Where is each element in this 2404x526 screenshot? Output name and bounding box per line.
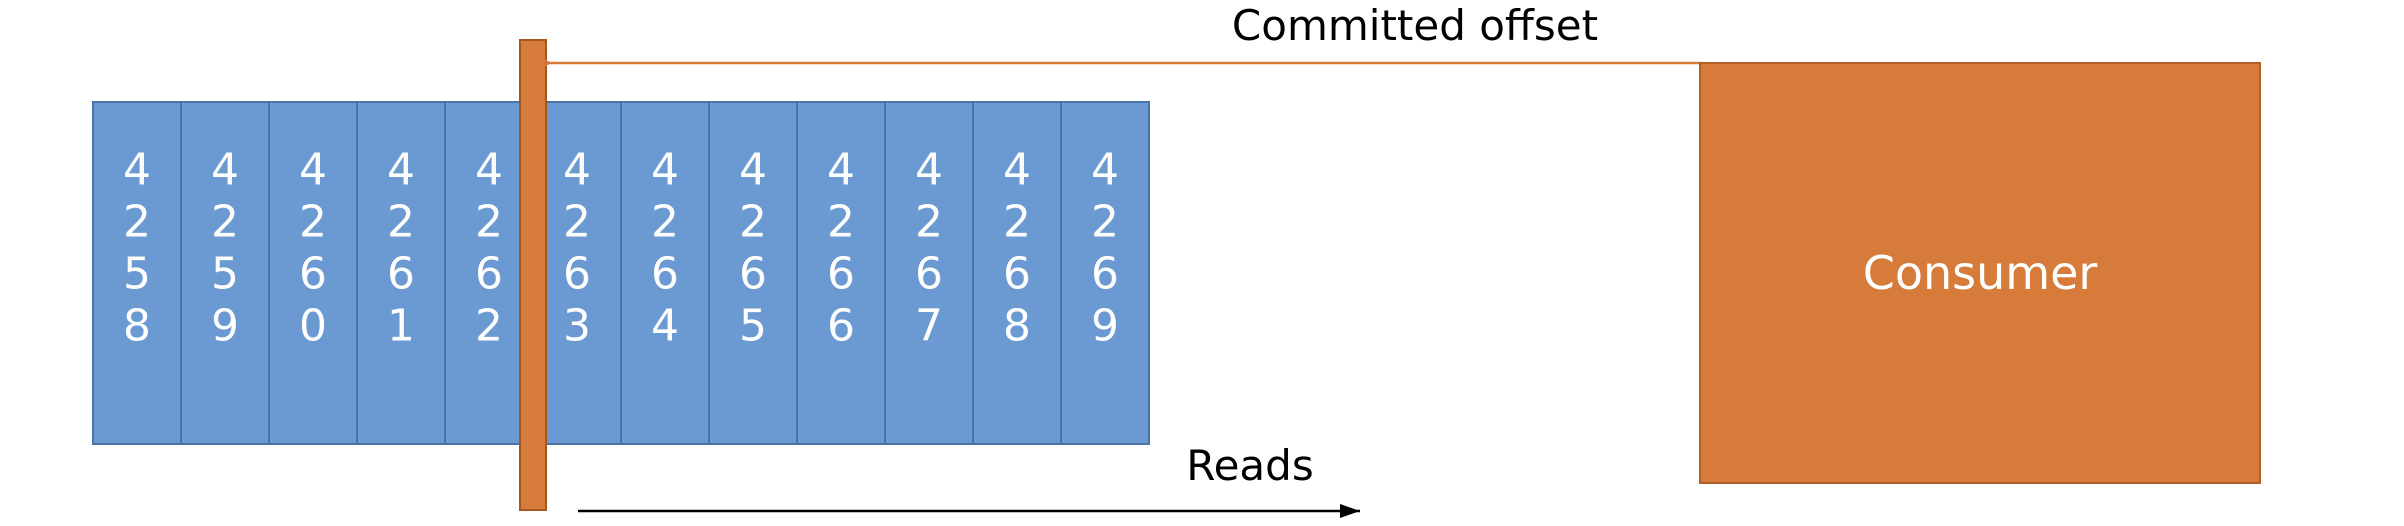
offset-digit: 4 bbox=[739, 145, 767, 196]
offset-digit: 4 bbox=[299, 145, 327, 196]
offset-cell-box bbox=[708, 101, 798, 445]
offset-digit: 6 bbox=[475, 249, 503, 300]
offset-digit: 4 bbox=[827, 145, 855, 196]
offset-cell-box bbox=[92, 101, 182, 445]
offset-digit: 2 bbox=[299, 197, 327, 248]
offset-digit: 9 bbox=[211, 301, 239, 352]
offset-digit: 4 bbox=[651, 145, 679, 196]
offset-digit: 1 bbox=[387, 301, 415, 352]
offset-digit: 3 bbox=[563, 301, 591, 352]
offset-digit: 4 bbox=[387, 145, 415, 196]
offset-cell-box bbox=[972, 101, 1062, 445]
offset-digit: 6 bbox=[827, 301, 855, 352]
offset-digit: 2 bbox=[475, 197, 503, 248]
offset-digit: 4 bbox=[475, 145, 503, 196]
offset-digit: 9 bbox=[1091, 301, 1119, 352]
offset-cell-box bbox=[444, 101, 534, 445]
offset-digit: 8 bbox=[1003, 301, 1031, 352]
offset-digit: 2 bbox=[1091, 197, 1119, 248]
offset-digit: 4 bbox=[1003, 145, 1031, 196]
offset-digit: 4 bbox=[563, 145, 591, 196]
offset-digit: 8 bbox=[123, 301, 151, 352]
offset-digit: 2 bbox=[475, 301, 503, 352]
offset-digit: 6 bbox=[299, 249, 327, 300]
offset-digit: 5 bbox=[739, 301, 767, 352]
offset-cell-box bbox=[532, 101, 622, 445]
offset-digit: 2 bbox=[739, 197, 767, 248]
offset-digit: 2 bbox=[563, 197, 591, 248]
offset-digit: 5 bbox=[211, 249, 239, 300]
offset-digit: 6 bbox=[387, 249, 415, 300]
offset-digit: 2 bbox=[211, 197, 239, 248]
offset-cell-box bbox=[884, 101, 974, 445]
offset-digit: 2 bbox=[387, 197, 415, 248]
offset-digit: 6 bbox=[827, 249, 855, 300]
offset-cell-box bbox=[268, 101, 358, 445]
consumer-box bbox=[1699, 62, 2261, 484]
offset-cell-box bbox=[1060, 101, 1150, 445]
partition-log: 4258425942604261426242634264426542664267… bbox=[92, 101, 1150, 445]
offset-digit: 5 bbox=[123, 249, 151, 300]
offset-digit: 4 bbox=[211, 145, 239, 196]
offset-cell-box bbox=[796, 101, 886, 445]
offset-digit: 2 bbox=[915, 197, 943, 248]
offset-digit: 0 bbox=[299, 301, 327, 352]
offset-digit: 6 bbox=[651, 249, 679, 300]
consumer-label: Consumer bbox=[1863, 246, 2098, 300]
reads-label: Reads bbox=[1186, 441, 1313, 490]
offset-digit: 4 bbox=[123, 145, 151, 196]
offset-cell-box bbox=[180, 101, 270, 445]
consumer: Consumer bbox=[1699, 62, 2261, 484]
committed-offset-marker bbox=[519, 39, 547, 511]
offset-digit: 6 bbox=[563, 249, 591, 300]
offset-digit: 4 bbox=[1091, 145, 1119, 196]
offset-digit: 6 bbox=[1091, 249, 1119, 300]
offset-digit: 2 bbox=[827, 197, 855, 248]
committed-offset-label: Committed offset bbox=[1232, 1, 1598, 50]
offset-digit: 6 bbox=[739, 249, 767, 300]
offset-digit: 6 bbox=[915, 249, 943, 300]
offset-digit: 4 bbox=[915, 145, 943, 196]
offset-digit: 6 bbox=[1003, 249, 1031, 300]
offset-digit: 4 bbox=[651, 301, 679, 352]
offset-cell-box bbox=[356, 101, 446, 445]
offset-digit: 2 bbox=[651, 197, 679, 248]
offset-digit: 2 bbox=[1003, 197, 1031, 248]
offset-cell-box bbox=[620, 101, 710, 445]
offset-digit: 7 bbox=[915, 301, 943, 352]
offset-digit: 2 bbox=[123, 197, 151, 248]
